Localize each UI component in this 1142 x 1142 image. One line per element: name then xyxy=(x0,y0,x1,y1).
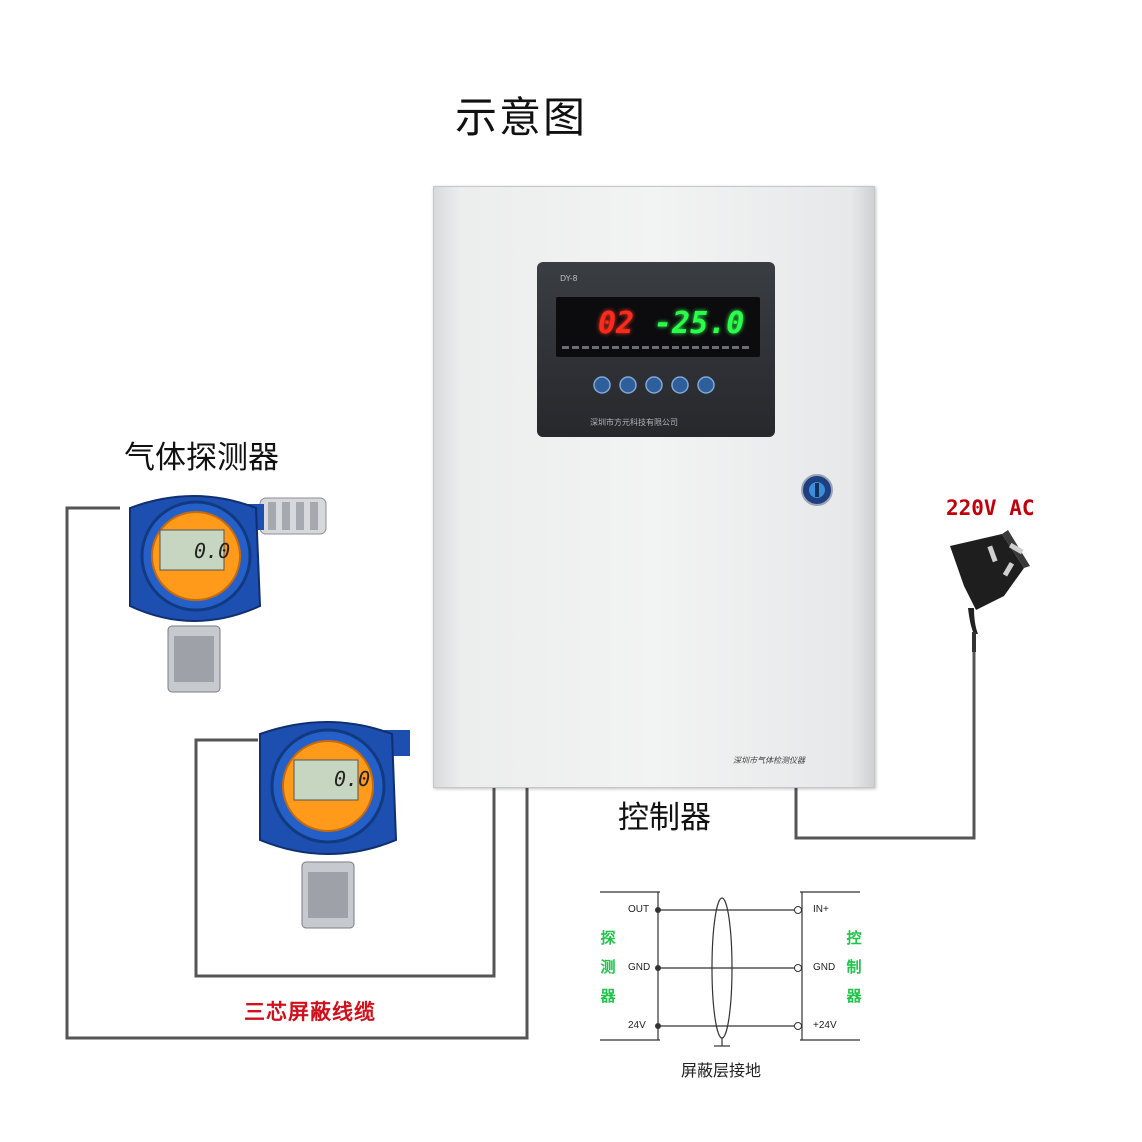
terminal-24v: 24V xyxy=(628,1020,646,1031)
right-side-label-char-1: 控 xyxy=(846,929,862,947)
terminal-gnd-left: GND xyxy=(628,962,651,973)
detector-2-reading: 0.0 xyxy=(334,767,371,791)
diagram-title: 示意图 xyxy=(455,93,588,142)
display-channel: 02 xyxy=(598,306,635,341)
controller-label: 控制器 xyxy=(618,800,711,836)
display-value: -25.0 xyxy=(654,306,745,341)
gas-detector-1 xyxy=(129,495,327,693)
key-lock-icon xyxy=(801,474,833,506)
power-plug-icon xyxy=(950,530,1030,652)
panel-brand: 深圳市方元科技有限公司 xyxy=(590,418,678,427)
cable-label: 三芯屏蔽线缆 xyxy=(244,1000,376,1024)
terminal-in: IN+ xyxy=(813,904,829,915)
controller-model: DY-8 xyxy=(560,274,578,283)
shield-ground-label: 屏蔽层接地 xyxy=(681,1061,762,1080)
panel-buttons xyxy=(593,376,715,394)
right-side-label-char-3: 器 xyxy=(846,987,862,1005)
terminal-gnd-right: GND xyxy=(813,962,836,973)
left-side-label-char-1: 探 xyxy=(600,929,616,947)
cabinet-nameplate: 深圳市气体检测仪器 xyxy=(733,756,805,765)
wiring-schematic xyxy=(600,891,860,1047)
display-bar-leds xyxy=(562,346,749,349)
left-side-label-char-3: 器 xyxy=(600,987,616,1005)
detector-1-reading: 0.0 xyxy=(194,539,231,563)
cable-detector-1 xyxy=(65,506,529,1040)
gas-detector-2 xyxy=(259,721,410,929)
cable-detector-2 xyxy=(194,738,496,978)
left-side-label-char-2: 测 xyxy=(600,958,616,976)
power-label: 220V AC xyxy=(946,496,1035,520)
detector-label: 气体探测器 xyxy=(124,440,279,476)
right-side-label-char-2: 制 xyxy=(846,958,862,976)
cable-power xyxy=(794,650,976,840)
terminal-out: OUT xyxy=(628,904,650,915)
terminal-plus24v: +24V xyxy=(813,1020,837,1031)
